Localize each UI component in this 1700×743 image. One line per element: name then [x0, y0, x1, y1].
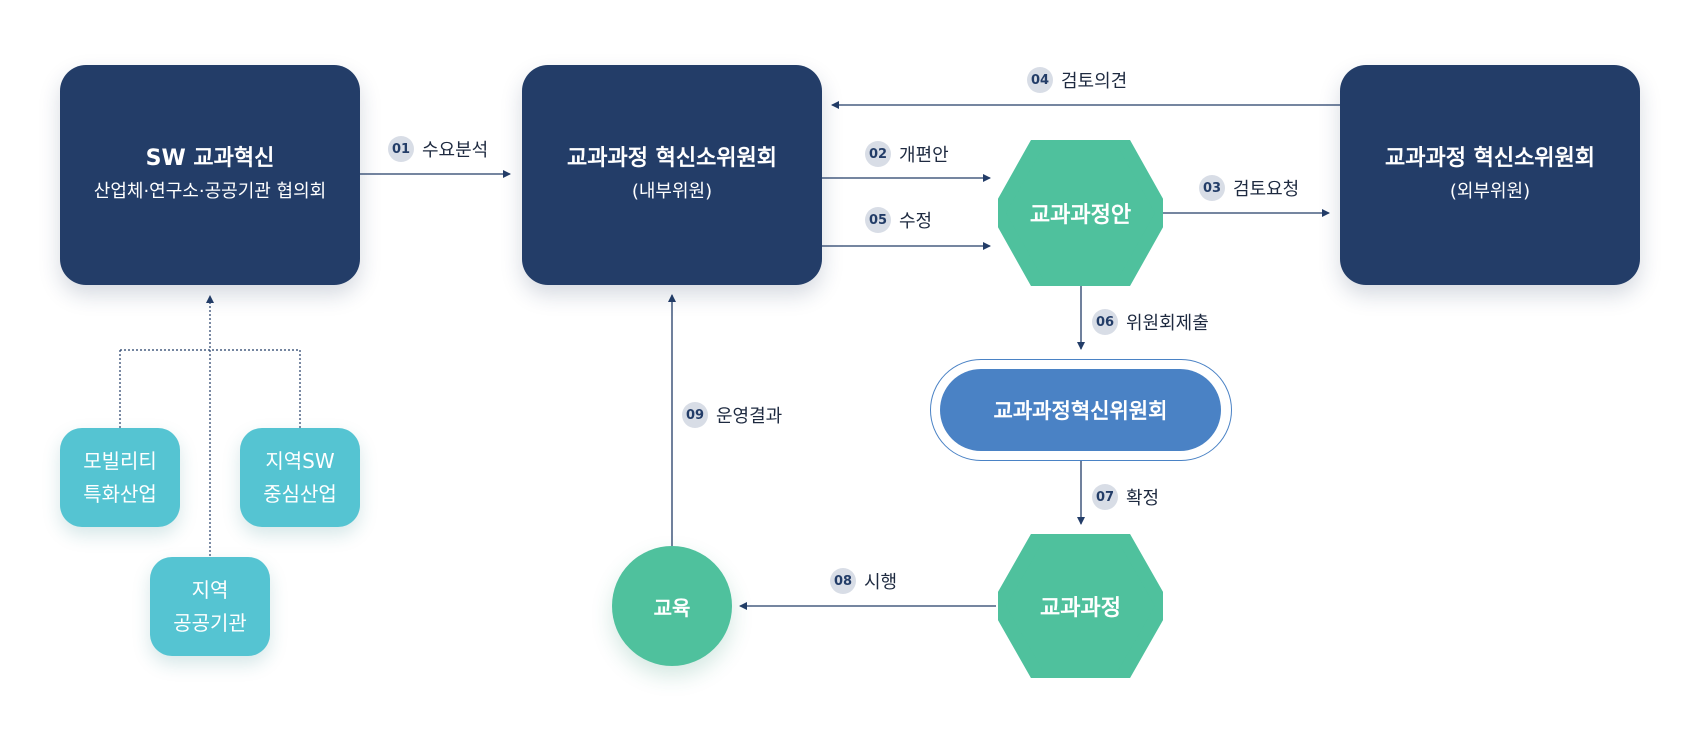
internal-committee-title: 교과과정 혁신소위원회	[566, 146, 778, 171]
step-label-06: 06 위원회제출	[1092, 309, 1209, 335]
step-text: 위원회제출	[1126, 313, 1209, 334]
regional-public-institution-box: 지역 공공기관	[150, 557, 270, 656]
step-label-01: 01 수요분석	[388, 136, 488, 162]
step-number: 03	[1199, 175, 1225, 201]
mobility-industry-box: 모빌리티 특화산업	[60, 428, 180, 527]
external-committee-subtitle: (외부위원)	[1449, 181, 1531, 202]
step-label-07: 07 확정	[1092, 484, 1159, 510]
step-number: 06	[1092, 309, 1118, 335]
sw-council-title: SW 교과혁신	[145, 146, 275, 171]
step-label-02: 02 개편안	[865, 141, 949, 167]
step-text: 운영결과	[716, 406, 783, 427]
step-number: 08	[830, 568, 856, 594]
step-text: 확정	[1126, 488, 1160, 509]
step-number: 09	[682, 402, 708, 428]
step-number: 07	[1092, 484, 1118, 510]
internal-committee-box: 교과과정 혁신소위원회 (내부위원)	[522, 65, 822, 285]
step-text: 수정	[899, 211, 933, 232]
step-number: 02	[865, 141, 891, 167]
external-committee-box: 교과과정 혁신소위원회 (외부위원)	[1340, 65, 1640, 285]
education-circle: 교육	[612, 546, 732, 666]
internal-committee-subtitle: (내부위원)	[631, 181, 713, 202]
step-label-03: 03 검토요청	[1199, 175, 1299, 201]
curriculum-label: 교과과정	[1040, 596, 1121, 621]
step-label-08: 08 시행	[830, 568, 897, 594]
sw-council-box: SW 교과혁신 산업체·연구소·공공기관 협의회	[60, 65, 360, 285]
step-number: 04	[1027, 67, 1053, 93]
step-text: 수요분석	[422, 140, 489, 161]
step-label-05: 05 수정	[865, 207, 932, 233]
step-text: 검토의견	[1061, 71, 1128, 92]
step-label-09: 09 운영결과	[682, 402, 782, 428]
step-label-04: 04 검토의견	[1027, 67, 1127, 93]
step-number: 01	[388, 136, 414, 162]
hexagon-shape	[998, 140, 1163, 286]
regional-sw-industry-box: 지역SW 중심산업	[240, 428, 360, 527]
external-committee-title: 교과과정 혁신소위원회	[1384, 146, 1596, 171]
curriculum-hexagon: 교과과정	[998, 534, 1163, 678]
sw-council-subtitle: 산업체·연구소·공공기관 협의회	[93, 181, 327, 202]
curriculum-draft-label: 교과과정안	[1029, 203, 1132, 228]
step-text: 검토요청	[1233, 179, 1300, 200]
step-text: 개편안	[899, 145, 949, 166]
step-text: 시행	[864, 572, 898, 593]
step-number: 05	[865, 207, 891, 233]
curriculum-draft-hexagon: 교과과정안	[998, 140, 1163, 286]
hexagon-shape	[998, 534, 1163, 678]
innovation-committee-pill: 교과과정혁신위원회	[940, 369, 1221, 451]
